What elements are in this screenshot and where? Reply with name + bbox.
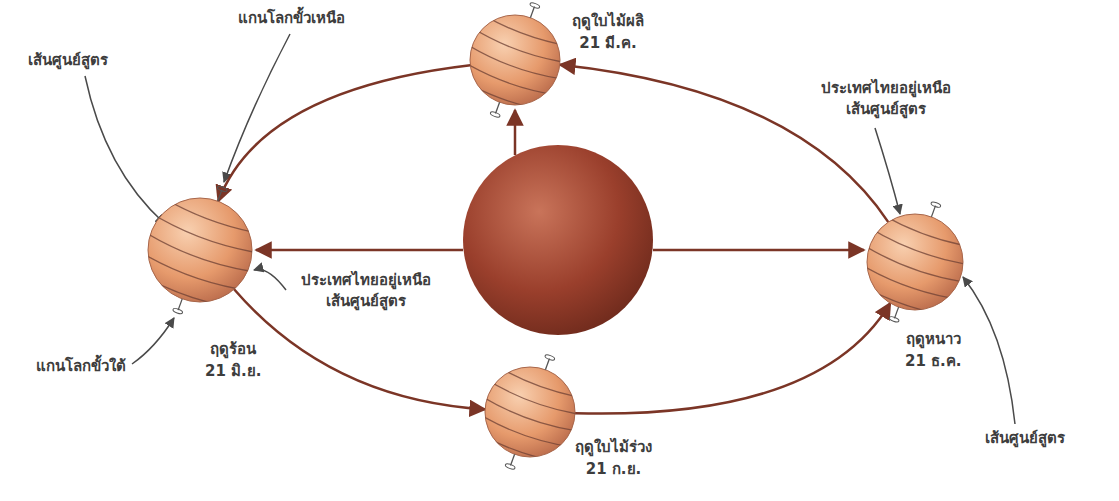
sun-ray-arrow bbox=[653, 249, 864, 252]
latitude-line bbox=[127, 245, 257, 299]
earth-axis bbox=[490, 2, 540, 118]
earth-shape bbox=[867, 214, 963, 310]
latitude-line bbox=[464, 24, 576, 70]
latitude-line bbox=[467, 408, 579, 454]
axis-north-cap bbox=[930, 201, 941, 208]
leader-line bbox=[224, 34, 290, 182]
axis-north bbox=[218, 190, 222, 201]
callout-label: แกนโลกขั้วเหนือ bbox=[238, 8, 345, 29]
axis-south bbox=[178, 299, 182, 310]
axis-north-cap bbox=[529, 2, 540, 9]
latitude-line bbox=[452, 56, 564, 102]
earth-stripes-tilt bbox=[841, 206, 986, 324]
axis-north-cap bbox=[217, 185, 228, 192]
leader-line bbox=[963, 277, 1015, 424]
callout-label: ประเทศไทยอยู่เหนือ เส้นศูนย์สูตร bbox=[292, 270, 439, 312]
earth-shape bbox=[148, 198, 252, 302]
season-label-group: ฤดูหนาว21 ธ.ค. bbox=[905, 328, 962, 372]
earth-node: ฤดูใบไม้ร่วง21 ก.ย. bbox=[485, 367, 575, 457]
axis-south-cap bbox=[490, 111, 501, 118]
leader-line bbox=[85, 76, 165, 224]
earth-axis bbox=[172, 185, 227, 314]
axis-south-cap bbox=[505, 463, 516, 470]
orbit-arrow bbox=[575, 303, 890, 413]
leader-line bbox=[875, 128, 900, 214]
sun-ray-arrow bbox=[256, 249, 463, 252]
leader-line bbox=[132, 318, 174, 364]
latitude-line bbox=[484, 360, 596, 406]
callout-label: เส้นศูนย์สูตร bbox=[28, 50, 108, 71]
axis-south-cap bbox=[889, 316, 900, 323]
earth-group bbox=[841, 201, 986, 324]
season-date: 21 ธ.ค. bbox=[905, 350, 962, 372]
latitude-line bbox=[461, 424, 573, 470]
latitude-line bbox=[141, 208, 271, 262]
earth-axis bbox=[505, 354, 555, 470]
season-name: ฤดูใบไม้ร่วง bbox=[575, 436, 652, 458]
latitude-line bbox=[854, 241, 974, 290]
latitude-line bbox=[841, 275, 961, 324]
leader-line bbox=[254, 269, 286, 290]
earth-stripes-tilt bbox=[446, 8, 582, 119]
latitude-line bbox=[469, 8, 581, 54]
axis-south-cap bbox=[172, 307, 183, 314]
sun bbox=[463, 145, 653, 335]
earth-group bbox=[120, 185, 277, 317]
latitude-line bbox=[458, 40, 570, 86]
callout-label: แกนโลกขั้วใต้ bbox=[36, 356, 126, 377]
orbit-arrow bbox=[218, 65, 470, 201]
earth-group bbox=[446, 2, 582, 119]
latitude-line bbox=[446, 72, 558, 118]
axis-north bbox=[545, 358, 549, 369]
season-date: 21 ก.ย. bbox=[575, 458, 652, 480]
latitude-line bbox=[473, 392, 585, 438]
earth-stripes bbox=[120, 190, 277, 318]
earth-shape bbox=[485, 367, 575, 457]
earth-node: ฤดูหนาว21 ธ.ค. bbox=[867, 214, 963, 310]
latitude-line bbox=[120, 264, 250, 318]
earth-stripes bbox=[841, 206, 986, 324]
season-date: 21 มิ.ย. bbox=[205, 360, 262, 382]
axis-south bbox=[496, 102, 500, 113]
season-label-group: ฤดูใบไม้ผลิ21 มี.ค. bbox=[572, 10, 644, 54]
latitude-line bbox=[866, 206, 986, 255]
axis-north-cap bbox=[544, 354, 555, 361]
season-label-group: ฤดูร้อน21 มิ.ย. bbox=[205, 338, 262, 382]
earth-node: ฤดูร้อน21 มิ.ย. bbox=[148, 198, 252, 302]
earth-node: ฤดูใบไม้ผลิ21 มี.ค. bbox=[470, 15, 560, 105]
axis-south bbox=[894, 307, 898, 318]
season-name: ฤดูใบไม้ผลิ bbox=[572, 10, 644, 32]
season-label-group: ฤดูใบไม้ร่วง21 ก.ย. bbox=[575, 436, 652, 480]
callout-label: เส้นศูนย์สูตร bbox=[985, 428, 1065, 449]
sun-ray-arrow bbox=[514, 110, 517, 155]
axis-north bbox=[931, 206, 935, 217]
axis-south bbox=[511, 454, 515, 465]
latitude-line bbox=[860, 224, 980, 273]
earth-stripes bbox=[446, 8, 582, 119]
earth-stripes-tilt bbox=[120, 190, 277, 318]
season-name: ฤดูร้อน bbox=[205, 338, 262, 360]
axis-north bbox=[530, 6, 534, 17]
earth-axis bbox=[889, 201, 941, 323]
latitude-line bbox=[134, 227, 264, 281]
season-name: ฤดูหนาว bbox=[905, 328, 962, 350]
latitude-line bbox=[848, 258, 968, 307]
callout-label: ประเทศไทยอยู่เหนือ เส้นศูนย์สูตร bbox=[812, 78, 959, 120]
latitude-line bbox=[479, 376, 591, 422]
season-date: 21 มี.ค. bbox=[572, 32, 644, 54]
latitude-line bbox=[147, 190, 277, 244]
earth-shape bbox=[470, 15, 560, 105]
